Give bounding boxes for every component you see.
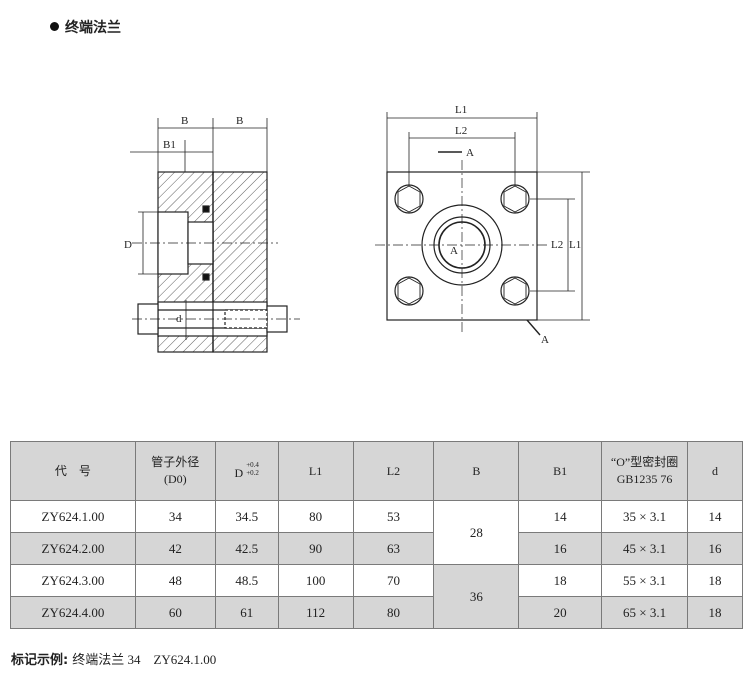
cell-pipe: 42 xyxy=(134,532,216,565)
cell-oring: 45 × 3.1 xyxy=(601,532,689,565)
cell-d: 16 xyxy=(687,532,743,565)
cell-d: 18 xyxy=(687,564,743,597)
th-d-main: D +0.4+0.2 xyxy=(214,441,279,501)
cell-l2: 70 xyxy=(352,564,435,597)
cell-oring: 55 × 3.1 xyxy=(601,564,689,597)
marking-example: 标记示例:终端法兰 34 ZY624.1.00 xyxy=(11,649,216,668)
cell-b1: 18 xyxy=(518,564,603,597)
dim-l1-top: L1 xyxy=(455,104,467,116)
dim-l2-side: L2 xyxy=(551,239,563,251)
th-code: 代 号 xyxy=(10,441,136,501)
cell-code: ZY624.3.00 xyxy=(10,564,136,597)
cell-l2: 80 xyxy=(352,596,435,629)
section-mark-a-center: A xyxy=(450,245,458,257)
table-row: ZY624.3.00 48 48.5 100 70 36 18 55 × 3.1… xyxy=(10,564,743,629)
table-row: ZY624.1.00 34 34.5 80 53 28 14 35 × 3.1 … xyxy=(10,500,743,565)
table-row: ZY624.4.00 60 61 112 80 20 65 × 3.1 18 xyxy=(10,596,743,629)
cell-b1: 20 xyxy=(518,596,603,629)
front-view xyxy=(375,112,590,336)
cell-d-main: 48.5 xyxy=(214,564,279,597)
section-mark-a-top: A xyxy=(466,147,474,159)
cell-l2: 53 xyxy=(352,500,435,533)
cell-pipe: 34 xyxy=(134,500,216,533)
example-value: 终端法兰 34 ZY624.1.00 xyxy=(72,652,217,667)
cell-b-group1: 28 xyxy=(433,500,520,565)
th-l1: L1 xyxy=(277,441,354,501)
cell-code: ZY624.2.00 xyxy=(10,532,136,565)
cell-oring: 35 × 3.1 xyxy=(601,500,689,533)
th-l2: L2 xyxy=(352,441,435,501)
section-view xyxy=(130,118,300,353)
cell-d-main: 42.5 xyxy=(214,532,279,565)
cell-l1: 90 xyxy=(277,532,354,565)
technical-drawing: B B B1 D d L1 L2 A xyxy=(124,104,590,353)
cell-b1: 14 xyxy=(518,500,603,533)
example-label: 标记示例: xyxy=(11,653,69,668)
th-b1: B1 xyxy=(518,441,603,501)
cell-pipe: 48 xyxy=(134,564,216,597)
cell-d-main: 61 xyxy=(214,596,279,629)
cell-pipe: 60 xyxy=(134,596,216,629)
th-d: d xyxy=(687,441,743,501)
th-b: B xyxy=(433,441,520,501)
spec-table: 代 号 管子外径(D0) D +0.4+0.2 L1 L2 B B1 “O”型密… xyxy=(10,441,743,629)
table-row: ZY624.2.00 42 42.5 90 63 16 45 × 3.1 16 xyxy=(10,532,743,565)
cell-d-main: 34.5 xyxy=(214,500,279,533)
section-title-text: 终端法兰 xyxy=(65,20,121,36)
cell-oring: 65 × 3.1 xyxy=(601,596,689,629)
section-title: 终端法兰 xyxy=(50,17,121,37)
cell-l1: 112 xyxy=(277,596,354,629)
cell-code: ZY624.4.00 xyxy=(10,596,136,629)
dim-d-big: D xyxy=(124,239,132,251)
cell-d: 14 xyxy=(687,500,743,533)
section-mark-a-bottom: A xyxy=(541,334,549,346)
cell-b-group2: 36 xyxy=(433,564,520,629)
cell-l1: 100 xyxy=(277,564,354,597)
cell-code: ZY624.1.00 xyxy=(10,500,136,533)
dim-b-right: B xyxy=(236,115,243,127)
dim-l2-top: L2 xyxy=(455,125,467,137)
cell-d: 18 xyxy=(687,596,743,629)
dim-d-small: d xyxy=(176,313,182,325)
dim-b-left: B xyxy=(181,115,188,127)
th-pipe: 管子外径(D0) xyxy=(134,441,216,501)
cell-l1: 80 xyxy=(277,500,354,533)
cell-l2: 63 xyxy=(352,532,435,565)
cell-b1: 16 xyxy=(518,532,603,565)
dim-l1-side: L1 xyxy=(569,239,581,251)
dim-b1: B1 xyxy=(163,139,176,151)
table-header: 代 号 管子外径(D0) D +0.4+0.2 L1 L2 B B1 “O”型密… xyxy=(10,441,743,501)
bullet-icon xyxy=(50,22,59,31)
